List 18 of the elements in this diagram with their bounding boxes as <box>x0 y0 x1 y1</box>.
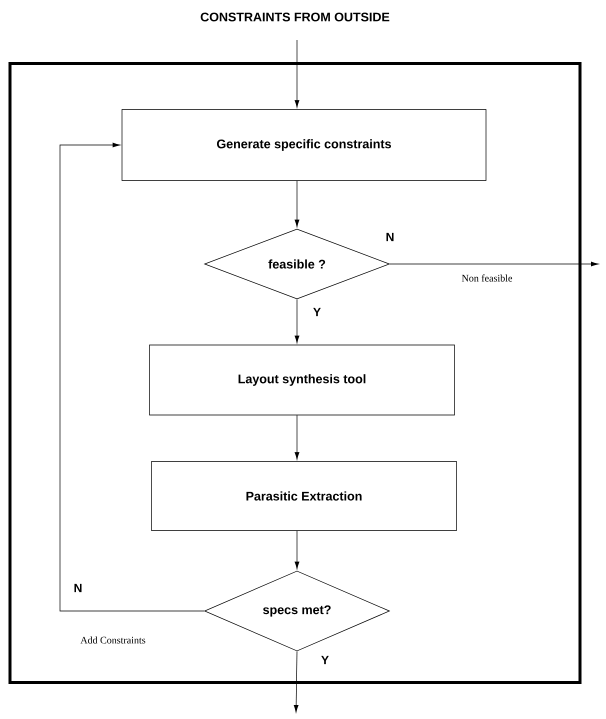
edge-label: Y <box>313 308 321 316</box>
arrow <box>294 40 300 108</box>
arrow <box>294 299 300 344</box>
arrow <box>294 530 300 570</box>
edge-label: Y <box>321 656 329 664</box>
branch-label: N <box>74 584 82 592</box>
arrow <box>294 180 300 228</box>
arrow <box>294 651 298 712</box>
process-box: Generate specific constraints <box>122 109 486 181</box>
process-box: Parasitic Extraction <box>151 461 457 531</box>
edge-label: Non feasible <box>462 274 512 282</box>
arrow <box>60 142 204 612</box>
arrow <box>390 262 598 266</box>
text-label: CONSTRAINTS FROM OUTSIDE <box>200 12 390 22</box>
process-box: Layout synthesis tool <box>149 344 455 416</box>
frame <box>8 62 582 684</box>
arrow <box>294 415 300 460</box>
edge-label: Add Constraints <box>80 636 146 644</box>
